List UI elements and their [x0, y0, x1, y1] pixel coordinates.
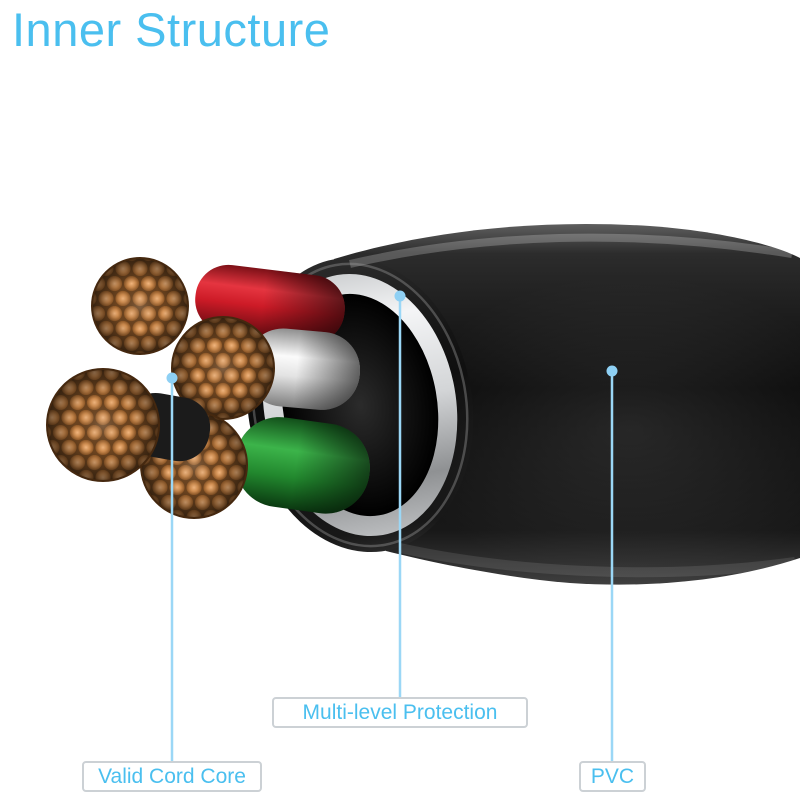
white-wire-sleeve — [244, 328, 361, 410]
page-title: Inner Structure — [12, 3, 331, 56]
copper-core-bundle-white — [171, 316, 275, 420]
callout-dot-valid-cord-core — [166, 372, 178, 384]
label-pvc: PVC — [579, 761, 646, 792]
copper-core-bundle-red — [91, 257, 189, 355]
callout-dot-pvc — [606, 365, 618, 377]
callout-dots — [166, 290, 618, 384]
green-wire-sleeve — [235, 417, 370, 514]
label-valid-cord-core: Valid Cord Core — [82, 761, 262, 792]
callout-dot-multi-level-protection — [394, 290, 406, 302]
copper-core-bundle-front — [46, 368, 160, 482]
label-multi-level-protection: Multi-level Protection — [272, 697, 528, 728]
callout-lines — [170, 296, 614, 761]
